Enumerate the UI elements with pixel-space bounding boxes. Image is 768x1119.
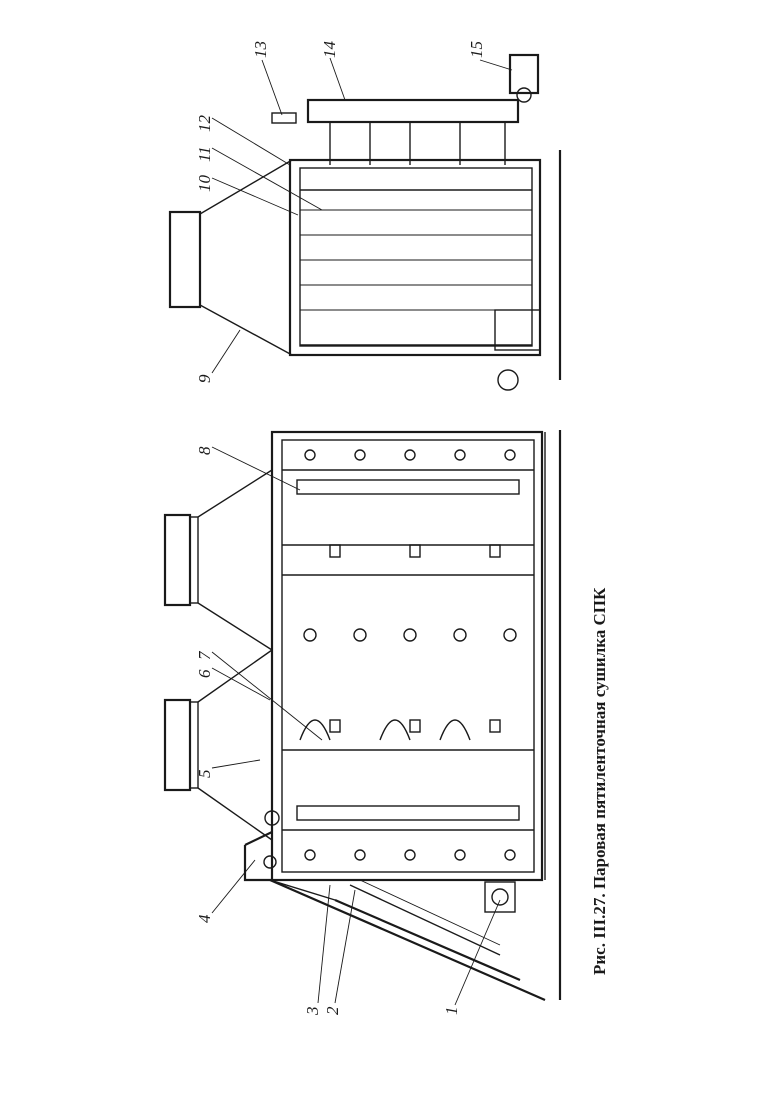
callout-11: 11 — [195, 146, 214, 162]
end-elevation — [170, 55, 560, 390]
callout-2: 2 — [323, 1006, 342, 1015]
callout-6: 6 — [195, 669, 214, 678]
roller-marks — [304, 450, 516, 860]
feeder-conveyor — [270, 880, 545, 1000]
callout-14: 14 — [320, 41, 339, 59]
figure-caption: Рис. III.27. Паровая пятиленточная сушил… — [590, 587, 609, 975]
callout-5: 5 — [195, 770, 214, 779]
leader-lines — [212, 58, 512, 1005]
callout-13: 13 — [251, 41, 270, 58]
callout-3: 3 — [303, 1007, 322, 1017]
side-elevation — [165, 430, 560, 1000]
callout-15: 15 — [467, 41, 486, 58]
callout-4: 4 — [195, 914, 214, 923]
heater-tubes — [300, 210, 532, 310]
callout-7: 7 — [195, 650, 214, 660]
exhaust-ducts — [165, 470, 272, 840]
callout-10: 10 — [195, 175, 214, 193]
callout-9: 9 — [195, 374, 214, 383]
callout-8: 8 — [195, 446, 214, 455]
callout-1: 1 — [442, 1007, 461, 1016]
callout-numbers: 1 2 3 4 5 6 7 8 9 10 11 12 13 14 15 — [195, 41, 486, 1017]
callout-12: 12 — [195, 115, 214, 133]
